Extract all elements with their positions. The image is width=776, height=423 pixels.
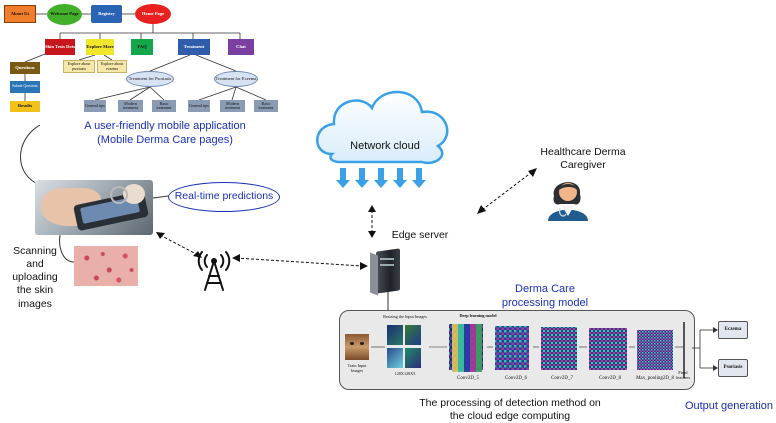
network-cloud-label: Network cloud xyxy=(350,140,420,152)
leaf-modern-treatment-2[interactable]: Modern treatment xyxy=(220,100,245,112)
layer-conv2d-7: Conv2D_7 xyxy=(551,376,573,381)
input-images-label: Train Input Images xyxy=(340,363,374,373)
scan-line-3: uploading xyxy=(12,271,58,284)
scan-line-5: images xyxy=(18,297,52,310)
edge-server-icon xyxy=(370,248,404,296)
resized-images xyxy=(387,325,425,369)
app-caption-line1: A user-friendly mobile application xyxy=(84,120,246,132)
about-us-box[interactable]: About Us xyxy=(4,5,36,23)
welcome-page-node[interactable]: Welcome Page xyxy=(47,4,82,25)
registry-box[interactable]: Registry xyxy=(91,5,122,23)
conv-block-1 xyxy=(452,324,482,372)
model-caption-line1: Derma Care xyxy=(515,283,575,295)
layer-conv2d-5: Conv2D_5 xyxy=(457,376,479,381)
app-caption: A user-friendly mobile application (Mobi… xyxy=(60,120,270,148)
output-eczema-box: Eczema xyxy=(718,321,748,339)
caregiver-line1: Healthcare Derma xyxy=(540,146,626,158)
caregiver-icon xyxy=(548,182,588,221)
network-cloud-icon xyxy=(316,90,449,188)
explore-eczema-box[interactable]: Explore about eczema xyxy=(97,60,127,73)
deep-model-label: Deep learning model xyxy=(459,313,497,318)
explore-psoriasis-box[interactable]: Explore about psoriasis xyxy=(63,60,95,73)
results-box[interactable]: Results xyxy=(10,101,40,112)
cell-tower-icon xyxy=(197,251,231,291)
home-page-node[interactable]: Home Page xyxy=(135,4,171,24)
input-label-2: Images xyxy=(350,367,364,373)
skin-lesion-image xyxy=(74,246,138,286)
layer-conv2d-6: Conv2D_6 xyxy=(505,376,527,381)
leaf-modern-treatment-1[interactable]: Modern treatment xyxy=(118,100,143,112)
chat-box[interactable]: Chat xyxy=(228,39,254,55)
input-label-1: Train Input xyxy=(347,363,367,368)
app-flow-connectors xyxy=(24,13,267,101)
leaf-general-tips-2[interactable]: General tips xyxy=(188,100,210,112)
questions-box[interactable]: Questions xyxy=(10,62,40,74)
output-psoriasis-box: Psoriasis xyxy=(718,359,748,377)
caregiver-line2: Caregiver xyxy=(560,159,606,172)
final-label-1: Final xyxy=(678,370,688,375)
phone-scan-photo xyxy=(35,180,153,235)
final-label-2: features xyxy=(675,375,691,381)
stethoscope-icon xyxy=(110,186,128,204)
size-label: 128X128X3 xyxy=(394,371,416,376)
scan-line-2: and xyxy=(26,258,44,271)
leaf-basic-treatment-1[interactable]: Basic treatment xyxy=(152,100,176,112)
process-caption: The processing of detection method on th… xyxy=(390,397,630,423)
scanning-caption: Scanning and uploading the skin images xyxy=(2,245,68,311)
caregiver-caption: Healthcare Derma Caregiver xyxy=(528,146,638,172)
submit-questions-box[interactable]: Submit Questions xyxy=(10,81,40,93)
output-generation-label: Output generation xyxy=(684,400,774,412)
scan-line-4: the skin xyxy=(16,284,54,297)
output-connectors xyxy=(692,327,718,371)
model-caption: Derma Care processing model xyxy=(480,283,610,311)
leaf-basic-treatment-2[interactable]: Basic treatment xyxy=(254,100,278,112)
final-features-label: Final features xyxy=(672,370,694,380)
process-line1: The processing of detection method on xyxy=(419,397,601,409)
process-line2: the cloud edge computing xyxy=(449,410,571,423)
model-caption-line2: processing model xyxy=(501,296,589,309)
faq-box[interactable]: FAQ xyxy=(131,39,153,55)
treatment-psoriasis-node[interactable]: Treatment for Psoriasis xyxy=(126,71,174,87)
explore-more-box[interactable]: Explore More xyxy=(86,39,114,55)
skin-tests-box[interactable]: Skin Tests Dots xyxy=(45,39,75,55)
input-face-image xyxy=(345,334,369,360)
treatment-box[interactable]: Treatment xyxy=(178,39,210,55)
leaf-general-tips-1[interactable]: General tips xyxy=(84,100,106,112)
treatment-eczema-node[interactable]: Treatment for Eczema xyxy=(214,71,258,87)
realtime-predictions-bubble: Real-time predictions xyxy=(168,182,280,212)
edge-server-label: Edge server xyxy=(391,229,449,241)
layer-maxpool: Max_pooling2D_8 xyxy=(635,376,675,381)
realtime-label: Real-time predictions xyxy=(174,190,274,203)
resize-label: Resizing the Input Images xyxy=(383,314,427,319)
layer-conv2d-8: Conv2D_8 xyxy=(599,376,621,381)
app-caption-line2: (Mobile Derma Care pages) xyxy=(97,133,233,146)
scan-line-1: Scanning xyxy=(13,245,57,257)
